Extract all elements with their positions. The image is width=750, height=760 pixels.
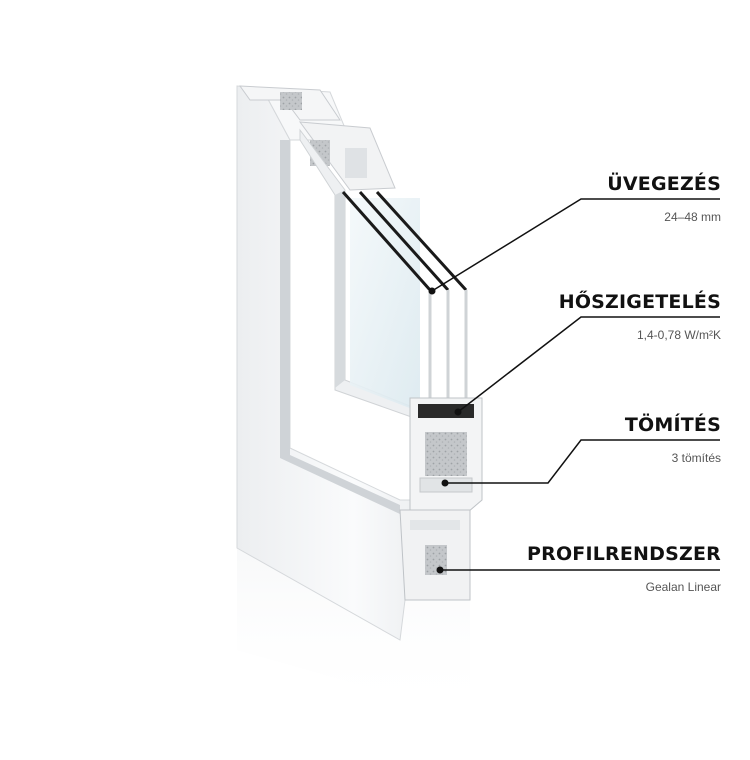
callout-seal: TÖMÍTÉS 3 tömítés (625, 414, 721, 466)
leader-glazing (431, 198, 720, 292)
dot-profile (436, 566, 444, 574)
callout-dots (428, 287, 462, 574)
callout-glazing: ÜVEGEZÉS 24–48 mm (607, 173, 721, 225)
dot-insulation (454, 408, 462, 416)
callout-value: 24–48 mm (664, 210, 721, 224)
callout-insulation: HŐSZIGETELÉS 1,4-0,78 W/m²K (559, 291, 721, 343)
callout-title: ÜVEGEZÉS (607, 173, 721, 195)
callout-value: 1,4-0,78 W/m²K (636, 328, 721, 342)
callout-profile: PROFILRENDSZER Gealan Linear (527, 543, 721, 595)
callout-title: TÖMÍTÉS (624, 414, 721, 436)
leader-seal (445, 439, 720, 484)
dot-glazing (428, 287, 436, 295)
leader-insulation (457, 316, 720, 413)
dot-seal (441, 479, 449, 487)
callout-title: HŐSZIGETELÉS (558, 291, 721, 313)
callout-value: Gealan Linear (645, 580, 721, 594)
callout-leaders (431, 198, 720, 571)
top-profile-section (238, 85, 396, 191)
callout-value: 3 tömítés (671, 451, 721, 465)
triple-glazing (341, 190, 468, 412)
callout-title: PROFILRENDSZER (526, 543, 721, 565)
profile-reflection (237, 548, 470, 720)
